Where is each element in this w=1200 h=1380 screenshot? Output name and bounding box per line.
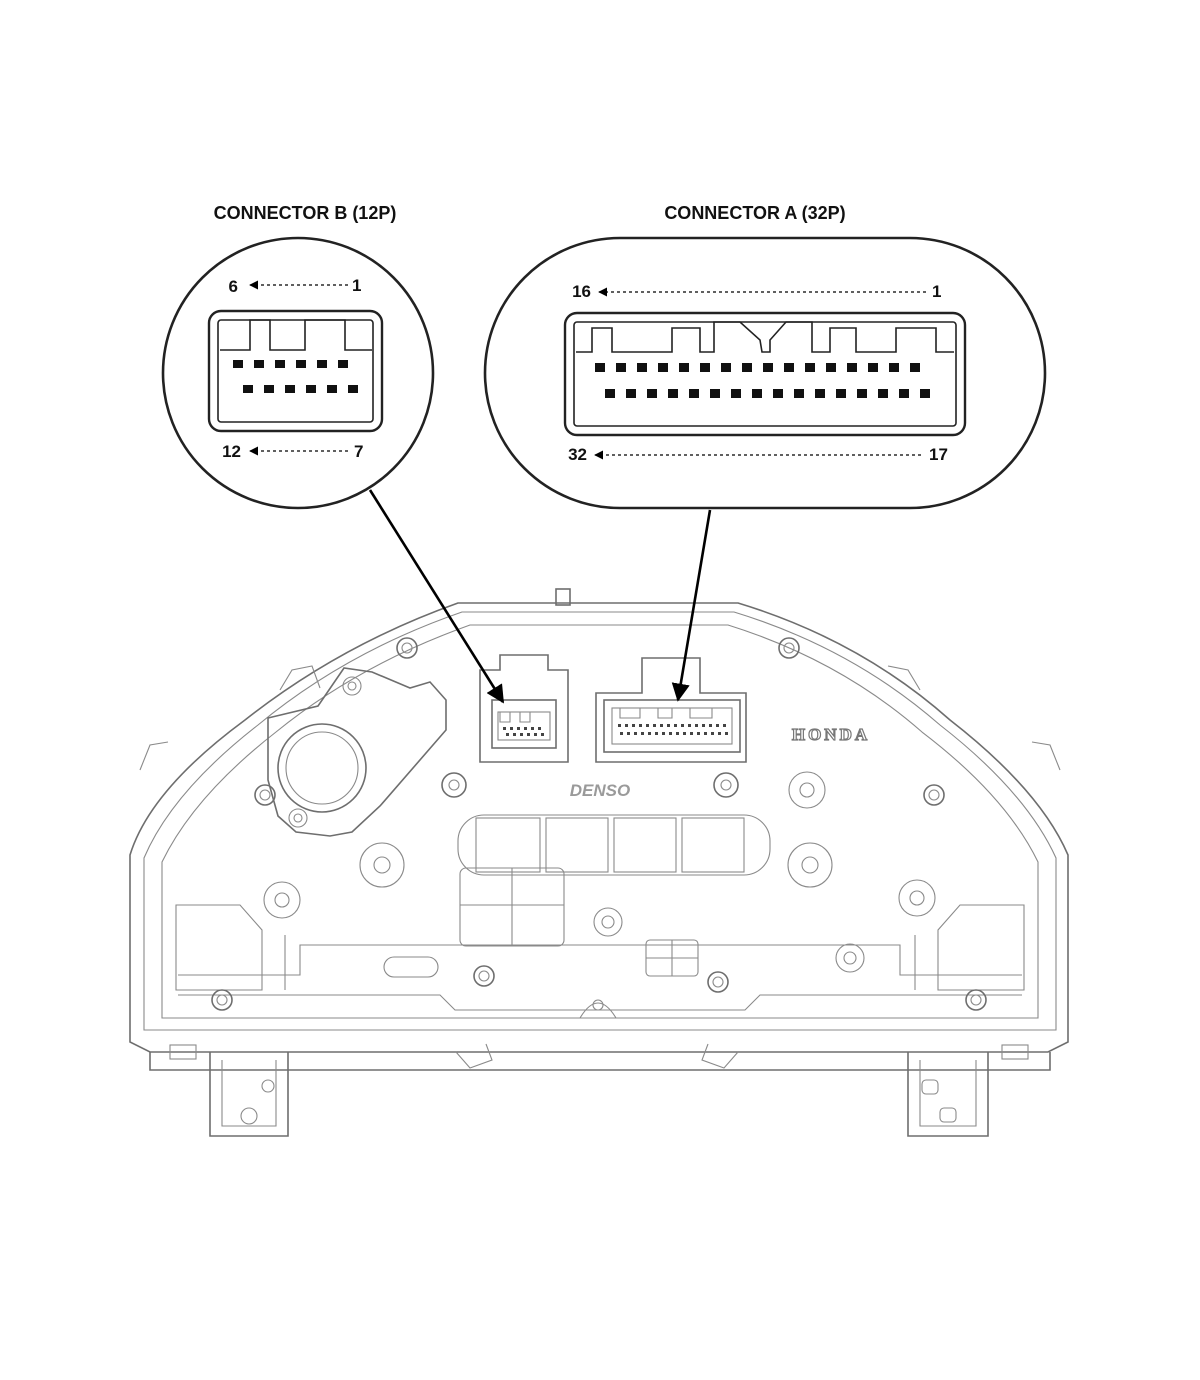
gauge-cluster-housing: HONDA DENSO: [129, 588, 1069, 1137]
connector-b-callout: CONNECTOR B (12P) 6 1 12 7: [161, 203, 505, 704]
connector-a-pin-17-label: 17: [929, 445, 948, 464]
connector-b-face: [207, 309, 384, 433]
connector-a-title: CONNECTOR A (32P): [664, 203, 845, 223]
connector-a-leader-arrow: [671, 509, 712, 702]
connector-b-title: CONNECTOR B (12P): [214, 203, 397, 223]
mounting-screws: [211, 637, 987, 1011]
connector-a-magnifier: [483, 236, 1047, 510]
connector-a-face: [563, 311, 967, 437]
connector-b-pin-6-label: 6: [229, 277, 238, 296]
connector-a-pin-16-label: 16: [572, 282, 591, 301]
connector-b-magnifier: [161, 236, 435, 510]
connector-b-leader-arrow: [368, 489, 505, 704]
connector-b-pin-12-label: 12: [222, 442, 241, 461]
connector-b-pin-7-label: 7: [354, 442, 363, 461]
honda-logo: HONDA: [792, 725, 870, 744]
connector-a-callout: CONNECTOR A (32P) 16 1 32 17: [483, 203, 1047, 702]
connector-a-pin-32-label: 32: [568, 445, 587, 464]
denso-logo: DENSO: [570, 781, 630, 800]
connector-b-pin-1-label: 1: [352, 276, 361, 295]
connector-a-pin-1-label: 1: [932, 282, 941, 301]
